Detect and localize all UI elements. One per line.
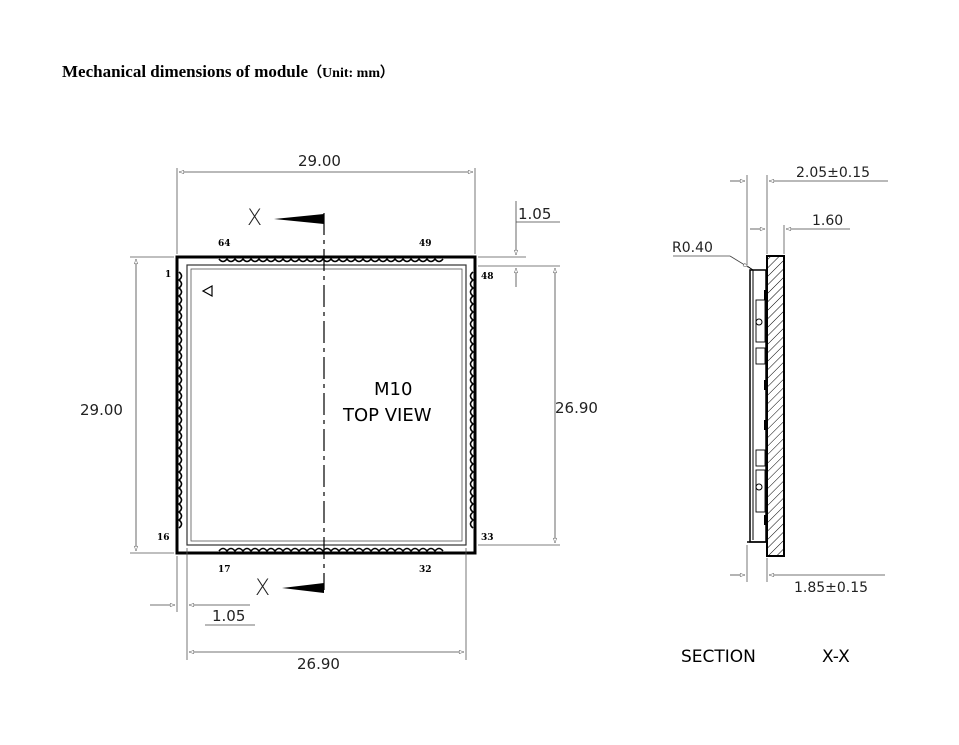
top-view: X X 64 49 1 48 16 33 17 32 M10 TOP VIEW … (80, 152, 598, 673)
component (764, 420, 767, 430)
model-label: M10 (374, 379, 412, 400)
leader-line (729, 255, 749, 268)
shield-body (749, 269, 767, 543)
dim-offset-bottom-left: 1.05 (212, 607, 245, 625)
page-title: Mechanical dimensions of module（Unit: mm… (62, 62, 394, 82)
pads-top (218, 257, 444, 263)
pads-left (177, 271, 183, 529)
section-label-suffix: X-X (822, 647, 850, 667)
pin-label-32: 32 (419, 565, 432, 575)
dim-height-left: 29.00 (80, 401, 123, 419)
pads-bottom (218, 547, 444, 553)
dim-width-bottom: 26.90 (297, 655, 340, 673)
section-arrow-bottom-icon (282, 583, 324, 593)
title-unit: （Unit: mm） (308, 66, 394, 81)
screw-icon (755, 318, 763, 326)
component (755, 347, 766, 365)
dim-width-top: 29.00 (298, 152, 341, 170)
pcb-board (766, 255, 785, 557)
shield-outline (186, 264, 467, 546)
shield-corner-top (746, 265, 754, 276)
dim-thickness-total: 2.05±0.15 (796, 165, 870, 181)
pads-right (469, 271, 475, 529)
section-view: 2.05±0.15 1.60 R0.40 1.85±0.15 SECTION X… (672, 165, 888, 667)
dim-height-right: 26.90 (555, 399, 598, 417)
component (755, 449, 766, 467)
pin-label-33: 33 (481, 533, 494, 543)
dim-thickness-board: 1.60 (812, 213, 843, 229)
module-outline (175, 255, 477, 555)
section-label: SECTION (681, 647, 756, 667)
component (764, 380, 767, 390)
component (764, 515, 767, 525)
pin-label-49: 49 (419, 239, 432, 249)
pin-label-64: 64 (218, 239, 231, 249)
view-label: TOP VIEW (342, 405, 432, 426)
pin-label-1: 1 (165, 270, 171, 280)
component (755, 299, 766, 343)
section-arrow-top-icon (274, 214, 324, 224)
dim-offset-top-right: 1.05 (518, 205, 551, 223)
pin-label-17: 17 (218, 565, 231, 575)
pin-label-48: 48 (481, 272, 494, 282)
component (755, 469, 766, 513)
component (764, 290, 767, 300)
pin1-marker-icon (201, 284, 213, 298)
dim-thickness-bottom: 1.85±0.15 (794, 580, 868, 596)
dim-radius: R0.40 (672, 240, 713, 256)
section-marker-bottom: X (255, 576, 270, 601)
title-main: Mechanical dimensions of module (62, 62, 309, 81)
pin-label-16: 16 (157, 533, 170, 543)
screw-icon (755, 483, 763, 491)
section-marker-top: X (247, 206, 262, 231)
shield-inner-outline (190, 268, 463, 542)
